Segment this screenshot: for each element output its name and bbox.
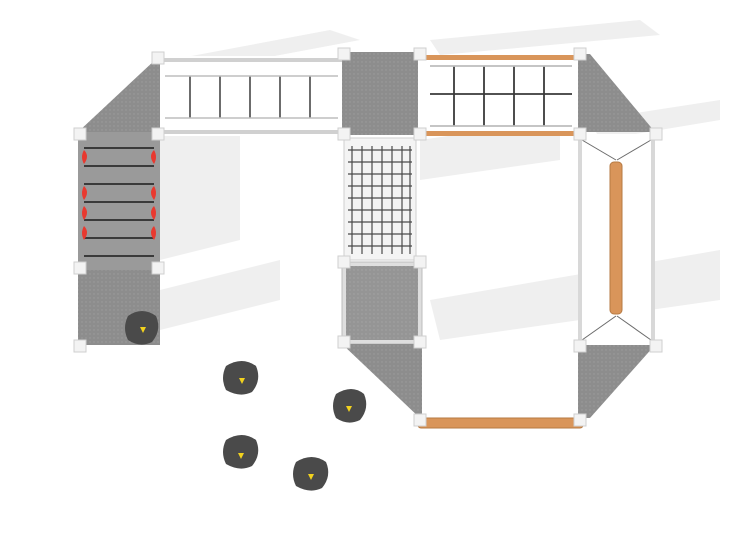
posts bbox=[73, 47, 663, 427]
top-right-monkey-bars bbox=[418, 55, 578, 136]
right-rope-log bbox=[578, 134, 655, 344]
stepping-stone-icon bbox=[333, 389, 367, 423]
center-climbing-net bbox=[343, 137, 417, 261]
stepping-stones bbox=[125, 311, 367, 491]
bottom-balance-beam bbox=[417, 417, 584, 429]
right-platform bbox=[578, 54, 655, 418]
center-lower-platform bbox=[341, 261, 423, 420]
stepping-stone-icon bbox=[223, 435, 259, 469]
stepping-stone-icon bbox=[293, 457, 329, 491]
left-grip-ladder bbox=[78, 132, 160, 270]
stepping-stone-icon bbox=[223, 361, 259, 395]
top-left-bridge bbox=[160, 56, 342, 136]
stepping-stone-icon bbox=[125, 311, 159, 345]
ladder-rungs bbox=[84, 147, 154, 257]
center-top-platform bbox=[342, 52, 418, 135]
climbing-hold-icon bbox=[82, 150, 156, 240]
